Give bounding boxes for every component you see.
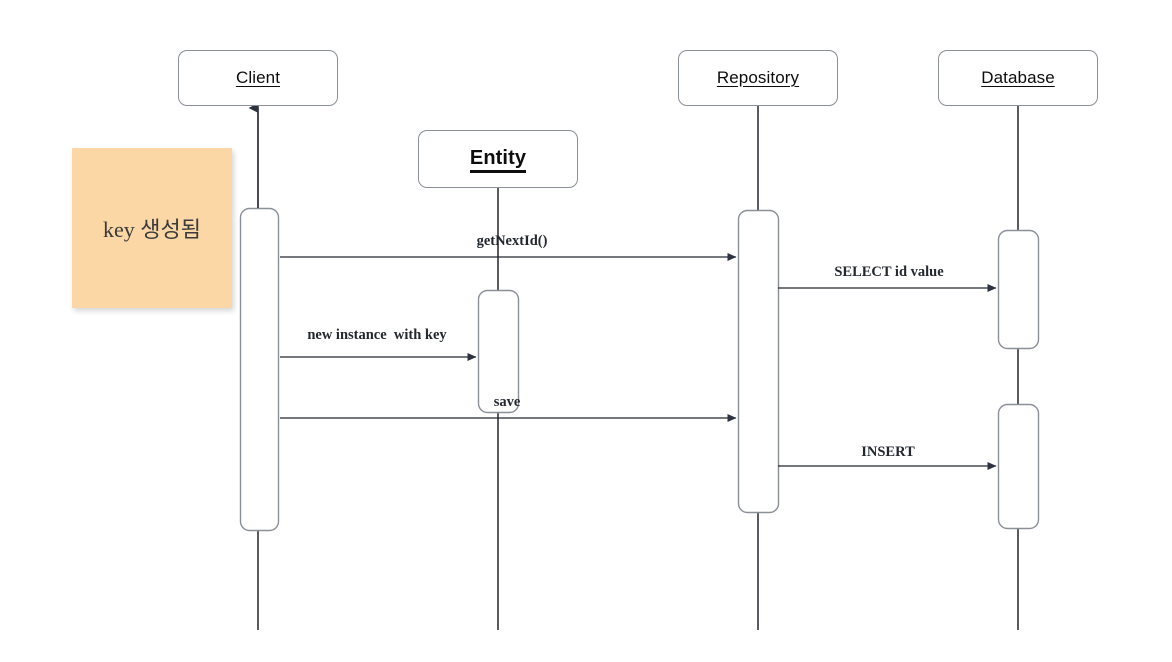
message-label-new-instance: new instance with key [307, 327, 447, 343]
activation-bar-database[interactable] [997, 229, 1040, 350]
participant-label-entity: Entity [469, 147, 527, 173]
activation-bars-group [239, 207, 1040, 532]
participant-label-repository: Repository [716, 68, 800, 87]
participant-label-database: Database [981, 68, 1055, 87]
activation-bar-repository[interactable] [737, 209, 780, 514]
sticky-note-text: key 생성됨 [103, 217, 201, 242]
activation-bar-client[interactable] [239, 207, 280, 532]
sticky-note[interactable]: key 생성됨 [72, 148, 232, 308]
participant-box-client[interactable]: Client [178, 50, 338, 106]
message-label-select-id: SELECT id value [834, 264, 944, 280]
participant-label-client: Client [235, 68, 281, 87]
participant-box-entity[interactable]: Entity [418, 130, 578, 188]
lifelines-group [257, 106, 1019, 630]
message-label-save: save [493, 394, 521, 410]
participant-box-database[interactable]: Database [938, 50, 1098, 106]
activation-bar-entity[interactable] [477, 289, 520, 414]
message-arrows-group [280, 253, 997, 470]
participant-box-repository[interactable]: Repository [678, 50, 838, 106]
message-label-get-next-id: getNextId() [476, 233, 548, 249]
activation-bar-database[interactable] [997, 403, 1040, 530]
message-label-insert: INSERT [861, 444, 915, 460]
